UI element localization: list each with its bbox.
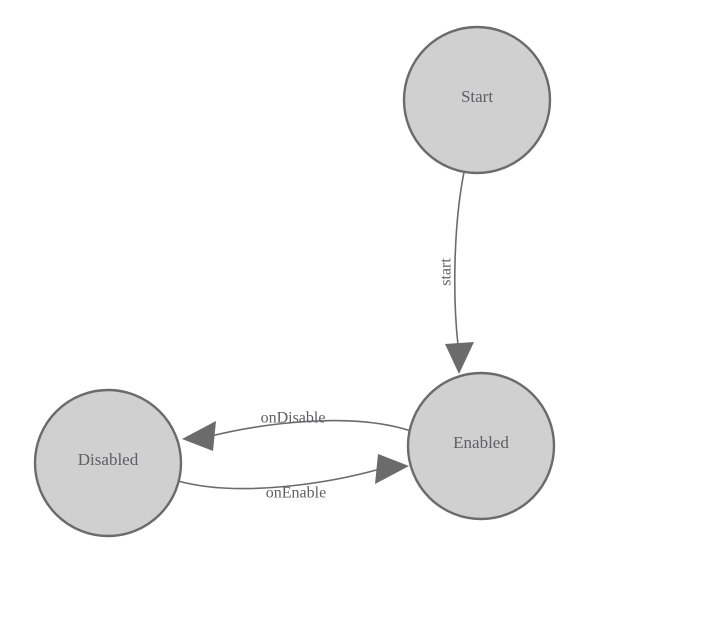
edge-disabled-to-enabled-path (177, 468, 381, 490)
edge-disabled-to-enabled: onEnable (177, 454, 409, 502)
edge-disabled-to-enabled-arrowhead (375, 454, 409, 484)
edge-enabled-to-disabled: onDisable (182, 410, 412, 451)
node-start[interactable]: Start (402, 25, 552, 175)
node-enabled[interactable]: Enabled (406, 371, 556, 521)
node-disabled-label: Disabled (78, 450, 139, 469)
node-start-label: Start (461, 87, 493, 106)
edge-start-to-enabled: start (438, 171, 474, 374)
edge-label-on-disable: onDisable (261, 410, 326, 427)
edge-enabled-to-disabled-path (210, 419, 412, 437)
edge-start-to-enabled-path (453, 171, 465, 346)
node-enabled-label: Enabled (453, 433, 509, 452)
node-enabled-circle[interactable] (406, 371, 556, 521)
node-disabled[interactable]: Disabled (33, 388, 183, 538)
node-disabled-circle[interactable] (33, 388, 183, 538)
edge-label-on-enable: onEnable (266, 485, 326, 502)
edge-label-start: start (438, 258, 455, 286)
node-start-circle[interactable] (402, 25, 552, 175)
edge-enabled-to-disabled-arrowhead (182, 421, 216, 451)
edge-start-to-enabled-arrowhead (445, 342, 474, 374)
